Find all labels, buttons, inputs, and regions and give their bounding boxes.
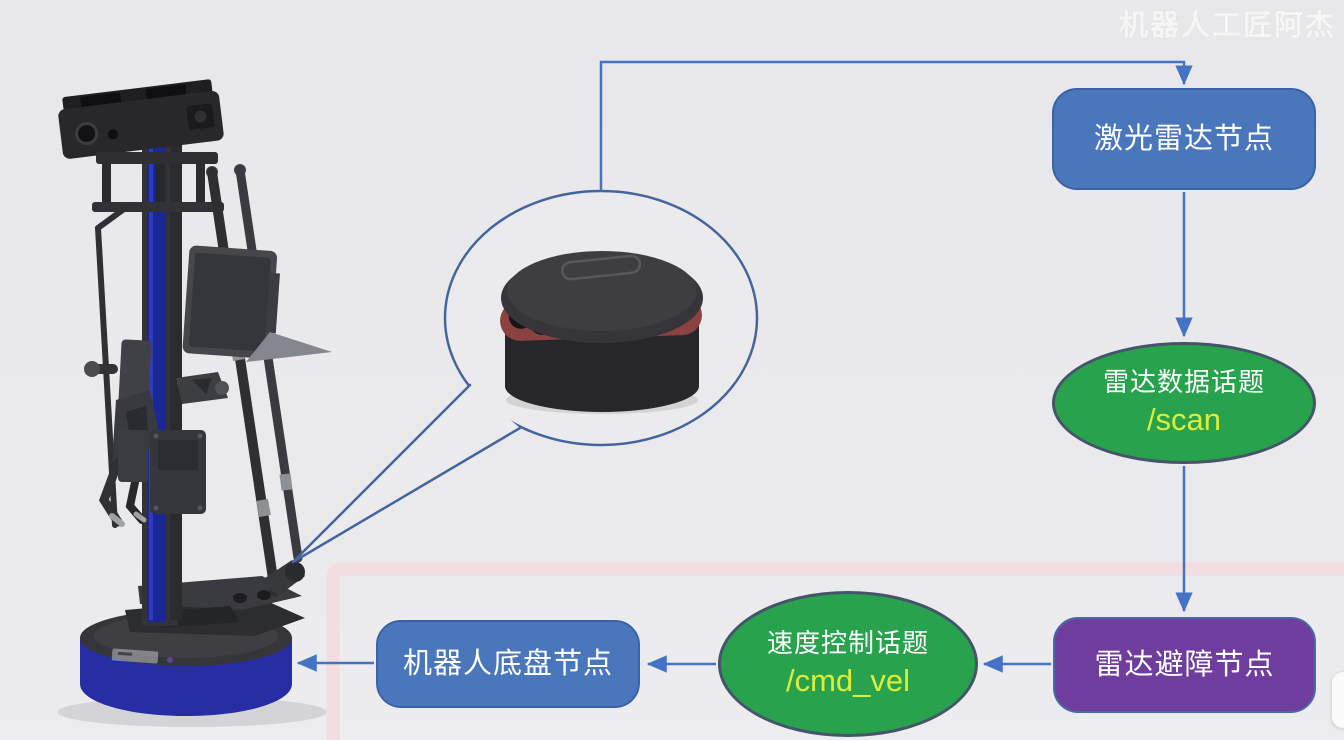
overlay-handle[interactable]	[1332, 672, 1344, 728]
watermark-text: 机器人工匠阿杰	[1118, 10, 1336, 42]
highlight-frame	[326, 562, 1344, 740]
node-base: 机器人底盘节点	[376, 620, 640, 708]
robot-illustration	[57, 79, 332, 727]
topic-scan-name: /scan	[1146, 401, 1222, 437]
node-lidar: 激光雷达节点	[1052, 88, 1316, 190]
topic-cmdvel-label: 速度控制话题	[766, 628, 929, 659]
topic-cmdvel-name: /cmd_vel	[785, 662, 911, 698]
lidar-sensor-illustration	[500, 251, 703, 414]
node-avoidance: 雷达避障节点	[1053, 617, 1316, 713]
topic-scan-label: 雷达数据话题	[1102, 367, 1265, 398]
node-lidar-label: 激光雷达节点	[1093, 122, 1274, 155]
topic-cmdvel: 速度控制话题 /cmd_vel	[718, 591, 978, 737]
node-avoidance-label: 雷达避障节点	[1094, 648, 1275, 681]
arrow-bubble-to-lidar-node	[599, 60, 1193, 191]
node-base-label: 机器人底盘节点	[402, 647, 613, 680]
topic-scan: 雷达数据话题 /scan	[1052, 342, 1316, 464]
